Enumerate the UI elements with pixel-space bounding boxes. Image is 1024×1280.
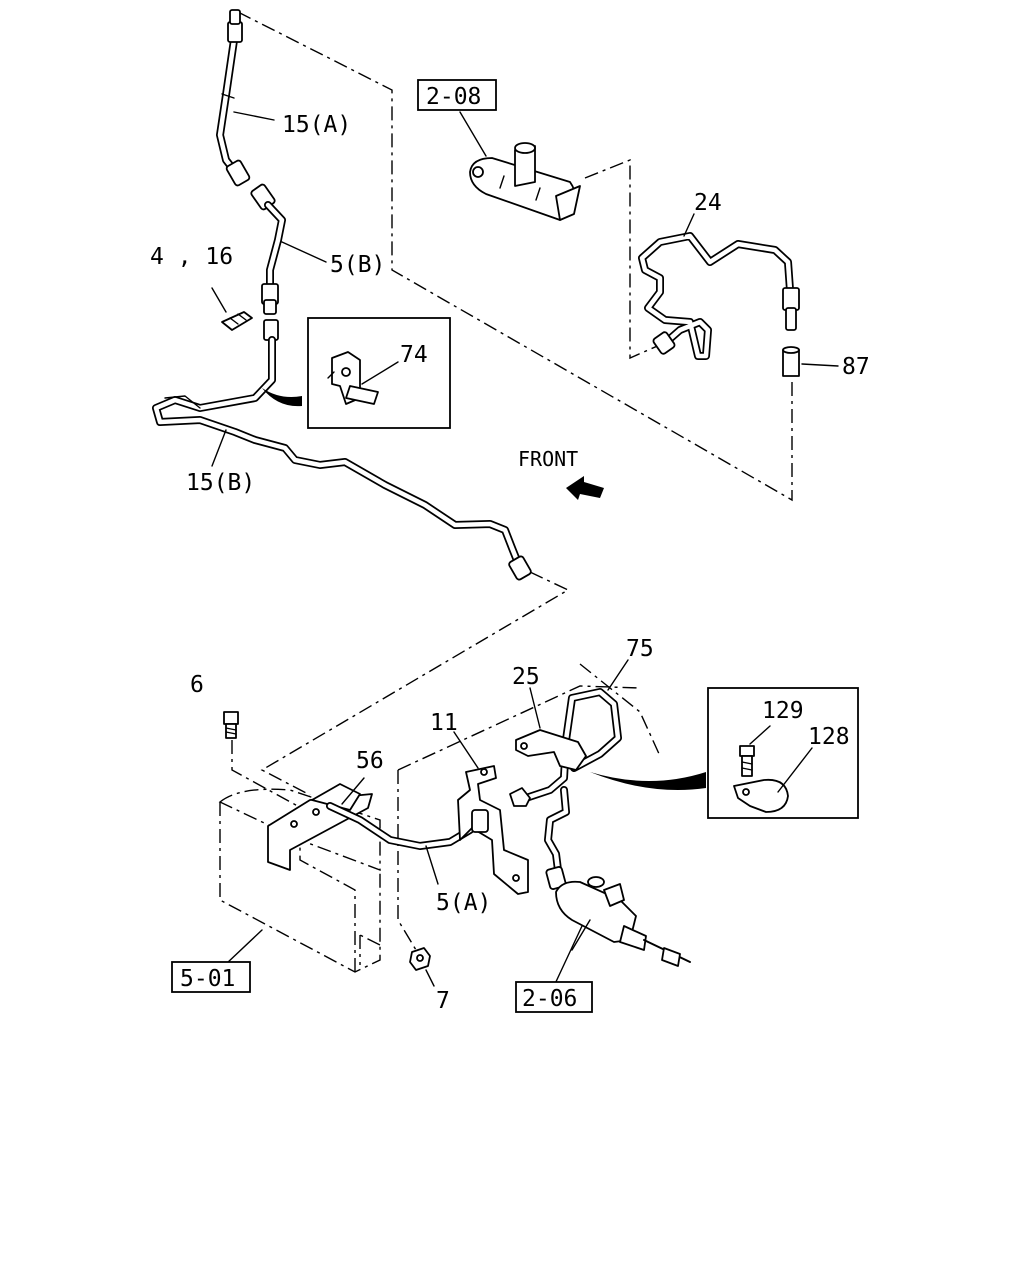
label-74: 74: [400, 342, 428, 368]
label-87: 87: [842, 354, 870, 380]
label-5b: 5(B): [330, 252, 385, 278]
ref-label-5-01: 5-01: [180, 966, 235, 992]
pipe-5b: [250, 183, 286, 315]
label-15a: 15(A): [282, 112, 351, 138]
label-25: 25: [512, 664, 540, 690]
label-front: FRONT: [518, 447, 578, 471]
ref-box-2-08: 2-08: [417, 79, 497, 111]
upper-leader-lines: [237, 11, 793, 796]
ref-box-5-01: 5-01: [171, 961, 251, 993]
component-2-06: [545, 866, 691, 987]
label-24: 24: [694, 190, 722, 216]
label-129: 129: [762, 698, 804, 724]
ref-label-2-08: 2-08: [426, 84, 481, 110]
part-87: [782, 346, 839, 377]
detail-box-74: [307, 317, 451, 429]
label-7: 7: [436, 988, 450, 1014]
label-56: 56: [356, 748, 384, 774]
front-arrow: [566, 476, 604, 500]
frame-5-01: [218, 788, 381, 973]
pipe-24: [638, 213, 800, 360]
label-11: 11: [430, 710, 458, 736]
fitting-5a-end: [509, 787, 531, 807]
pipe-75: [516, 659, 629, 874]
detail-box-128-129: [707, 687, 859, 819]
bolt-6: [223, 711, 239, 739]
ref-label-2-06: 2-06: [522, 986, 577, 1012]
label-4-16: 4 , 16: [150, 244, 233, 270]
label-6: 6: [190, 672, 204, 698]
label-leaders: [211, 111, 327, 467]
label-15b: 15(B): [186, 470, 255, 496]
detail-128-arrow: [590, 772, 706, 790]
bracket-25: [515, 687, 587, 771]
clip-4-16: [211, 287, 253, 331]
component-2-08: [459, 111, 581, 221]
nut-7: [409, 947, 435, 987]
bracket-11: [453, 731, 529, 895]
label-75: 75: [626, 636, 654, 662]
pipe-15b: [152, 319, 532, 581]
pipe-5a: [326, 802, 474, 885]
ref-box-2-06: 2-06: [515, 981, 593, 1013]
bracket-56: [267, 777, 373, 871]
label-5a: 5(A): [436, 890, 491, 916]
label-128: 128: [808, 724, 850, 750]
pipe-15a: [216, 9, 251, 187]
detail-74-arrow: [262, 388, 302, 407]
lower-leader-lines: [231, 663, 661, 951]
